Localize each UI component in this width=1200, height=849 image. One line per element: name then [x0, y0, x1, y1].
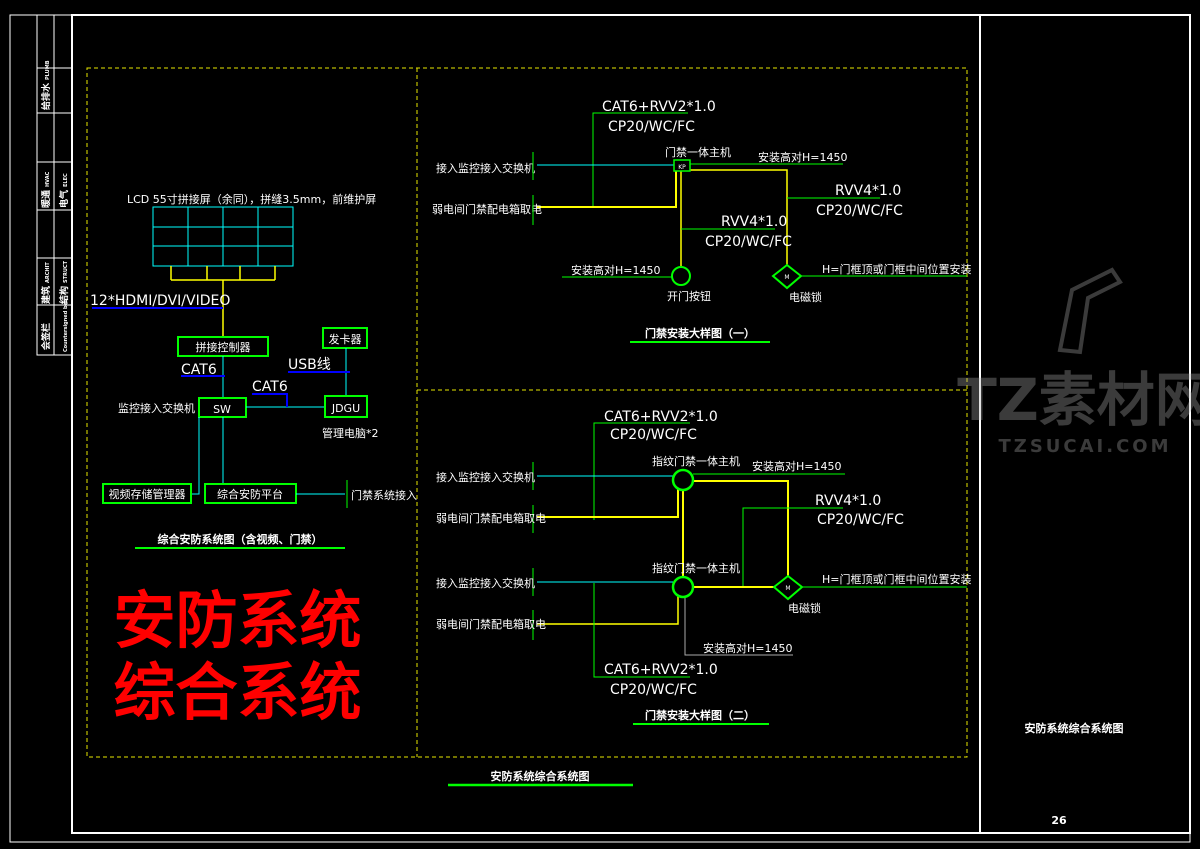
d1-lock-note: H=门框顶或门框中间位置安装 — [822, 262, 972, 276]
nvr-box — [102, 483, 192, 504]
main-title: 安防系统综合系统图 — [491, 769, 590, 783]
sign-structure: 结构 — [58, 286, 70, 304]
sign-architecture: 建筑 — [40, 286, 52, 304]
d2-lock: 电磁锁 — [788, 601, 821, 615]
drawing-name: 安防系统综合系统图 — [1025, 721, 1124, 735]
left-caption: 综合安防系统图（含视频、门禁） — [158, 532, 323, 546]
maglock-icon — [772, 574, 804, 601]
sign-electrical-en: ELEC — [63, 173, 69, 187]
d1-height1: 安装高对H=1450 — [758, 150, 847, 164]
watermark-url: TZSUCAI.COM — [998, 436, 1171, 457]
d2-caption: 门禁安装大样图（二） — [645, 708, 755, 722]
countersign-strip — [36, 14, 73, 356]
dashed-boundaries — [86, 67, 968, 758]
maglock-icon — [771, 263, 803, 290]
watermark-logo-icon — [1057, 267, 1123, 355]
d1-host: 门禁一体主机 — [665, 145, 731, 159]
d1-src-switch: 接入监控接入交换机 — [436, 161, 535, 175]
sheet-number: 26 — [1051, 814, 1067, 827]
door-detail-1: CAT6+RVV2*1.0 CP20/WC/FC 门禁一体主机 安装高对H=14… — [432, 99, 972, 343]
sign-countersign-en: Countersigned bar — [63, 299, 69, 352]
d1-conduit-b: CP20/WC/FC — [705, 234, 792, 250]
pc-label: 管理电脑*2 — [322, 426, 379, 440]
sign-electrical: 电气 — [58, 190, 70, 208]
sign-hvac-en: HVAC — [45, 171, 51, 187]
d2-cable-bottom: CAT6+RVV2*1.0 — [604, 662, 718, 678]
d2-rvv: RVV4*1.0 — [815, 493, 881, 509]
card-issuer: 发卡器 — [329, 332, 362, 346]
sign-plumbing: 给排水 — [40, 82, 52, 110]
d1-caption: 门禁安装大样图（一） — [645, 326, 755, 340]
door-button-icon — [671, 266, 691, 286]
sign-architecture-en: ARCHIT — [45, 262, 51, 283]
door-detail-2: CAT6+RVV2*1.0 CP20/WC/FC 指纹门禁一体主机 安装高对H=… — [436, 409, 972, 725]
nvr: 视频存储管理器 — [109, 487, 186, 501]
cat6-label-b: CAT6 — [252, 379, 288, 395]
d1-rvv-a: RVV4*1.0 — [835, 183, 901, 199]
d2-lock-note: H=门框顶或门框中间位置安装 — [822, 572, 972, 586]
d2-cable-top: CAT6+RVV2*1.0 — [604, 409, 718, 425]
sign-hvac: 暖通 — [40, 190, 52, 208]
d2-src-power-a: 弱电间门禁配电箱取电 — [436, 511, 546, 525]
d2-lock-tag: M — [785, 585, 790, 592]
d2-host-a: 指纹门禁一体主机 — [652, 454, 740, 468]
sign-structure-en: STRUCT — [63, 260, 69, 283]
left-system-diagram: LCD 55寸拼接屏（余同），拼缝3.5mm，前维护屏 12*HDMI/DVI/… — [90, 192, 417, 549]
switch: SW — [213, 403, 231, 416]
d2-src-switch-a: 接入监控接入交换机 — [436, 470, 535, 484]
d1-conduit: CP20/WC/FC — [608, 119, 695, 135]
d1-cable: CAT6+RVV2*1.0 — [602, 99, 716, 115]
d1-height2: 安装高对H=1450 — [571, 263, 660, 277]
d1-host-box — [673, 159, 691, 172]
d2-conduit-rvv: CP20/WC/FC — [817, 512, 904, 528]
platform: 综合安防平台 — [217, 487, 283, 501]
fingerprint-reader-icon — [671, 575, 695, 599]
overlay-title: 安防系统 综合系统 — [113, 584, 362, 729]
d2-host-b: 指纹门禁一体主机 — [652, 561, 740, 575]
usb-label: USB线 — [288, 357, 331, 373]
d1-conduit-a: CP20/WC/FC — [816, 203, 903, 219]
splice-controller: 拼接控制器 — [196, 340, 251, 354]
card-issuer-box — [322, 327, 368, 349]
d1-lock: 电磁锁 — [789, 290, 822, 304]
lcd-video-wall — [152, 206, 294, 267]
sign-plumbing-en: PLUMB — [45, 60, 51, 80]
d1-button: 开门按钮 — [667, 289, 711, 303]
d2-conduit-bottom: CP20/WC/FC — [610, 682, 697, 698]
d2-conduit-top: CP20/WC/FC — [610, 427, 697, 443]
fingerprint-reader-icon — [671, 468, 695, 492]
d1-lock-tag: M — [784, 274, 789, 281]
hdmi-label: 12*HDMI/DVI/VIDEO — [90, 293, 230, 309]
watermark: TZ素材网 TZSUCAI.COM — [957, 267, 1200, 457]
inner-frame — [71, 14, 1191, 834]
switch-label: 监控接入交换机 — [118, 401, 195, 415]
d1-host-tag: KP — [678, 164, 686, 171]
d2-height-b: 安装高对H=1450 — [703, 641, 792, 655]
jdgu-box — [324, 395, 368, 418]
d2-height-a: 安装高对H=1450 — [752, 459, 841, 473]
jdgu: JDGU — [331, 402, 360, 415]
lcd-label: LCD 55寸拼接屏（余同），拼缝3.5mm，前维护屏 — [127, 192, 376, 206]
d2-src-power-b: 弱电间门禁配电箱取电 — [436, 617, 546, 631]
d1-src-power: 弱电间门禁配电箱取电 — [432, 202, 542, 216]
d1-rvv-b: RVV4*1.0 — [721, 214, 787, 230]
cat6-label-a: CAT6 — [181, 362, 217, 378]
sign-countersign: 会签栏 — [40, 323, 52, 350]
d2-src-switch-b: 接入监控接入交换机 — [436, 576, 535, 590]
access-in-label: 门禁系统接入 — [351, 488, 417, 502]
watermark-logo: TZ素材网 — [957, 366, 1200, 434]
